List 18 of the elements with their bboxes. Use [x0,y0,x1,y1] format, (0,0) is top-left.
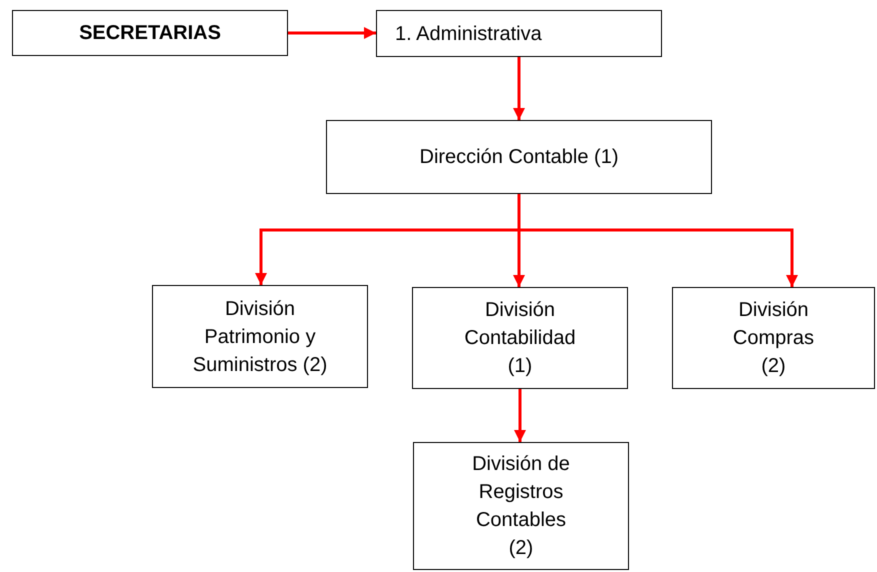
box-label: SECRETARIAS [79,21,221,46]
box-label: 1. Administrativa [395,22,542,46]
arrow [513,57,525,120]
arrow [514,389,526,442]
org-box [412,287,628,389]
box-label: División Compras (2) [732,298,816,379]
org-box [672,287,875,389]
org-box [376,10,662,57]
box-label: División de Registros Contables (2) [471,452,571,561]
arrow [518,194,798,287]
arrow [288,27,376,39]
box-label: Dirección Contable (1) [420,145,618,170]
org-box [413,442,629,570]
org-box [12,10,288,56]
box-label: División Contabilidad (1) [463,298,577,379]
org-box [326,120,712,194]
box-label: División Patrimonio y Suministros (2) [192,296,328,378]
org-box [152,285,368,388]
